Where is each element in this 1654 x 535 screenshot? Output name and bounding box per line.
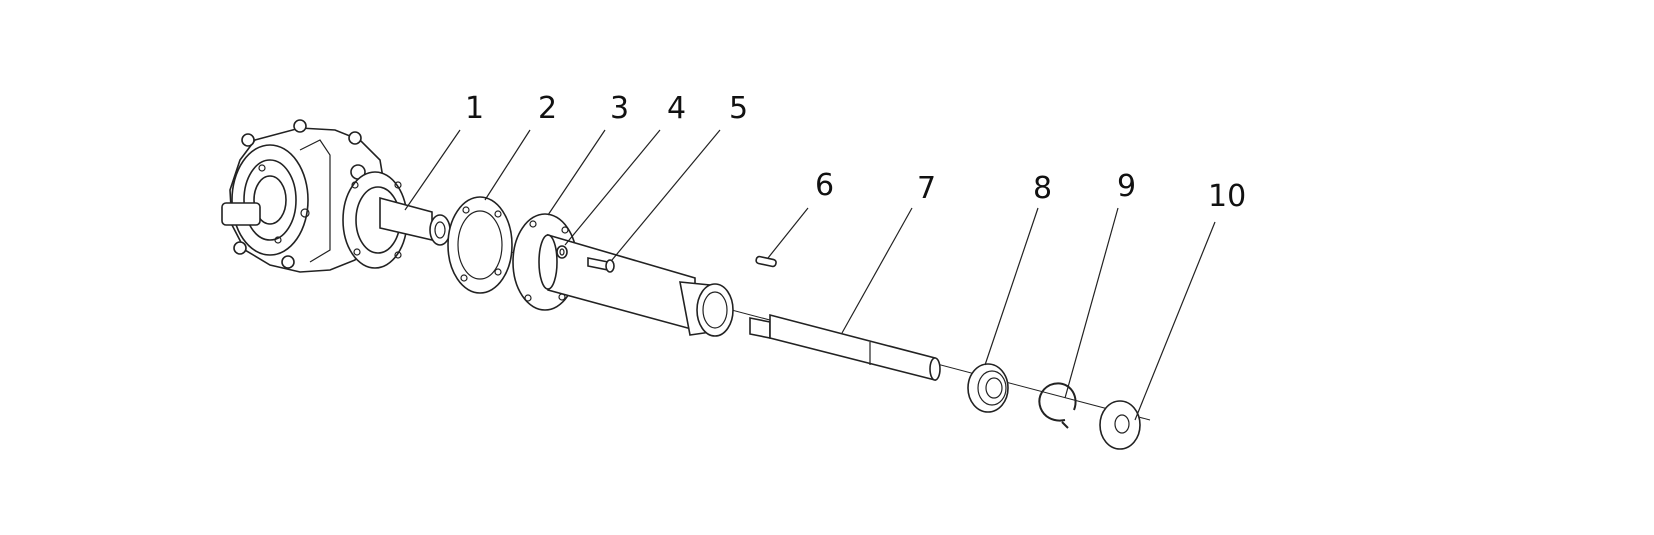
part-8-bearing: [967, 363, 1009, 413]
part-3-tube-housing: [512, 213, 734, 337]
part-4-nut: [556, 245, 568, 259]
leader-line-6: [767, 207, 809, 259]
leader-line-9: [1064, 207, 1119, 399]
leader-line-5: [611, 129, 721, 261]
leader-line-10: [1134, 221, 1216, 421]
callout-5: 5: [729, 91, 748, 126]
part-1-output-flange-shaft: [342, 171, 451, 269]
leader-line-3: [547, 129, 606, 216]
part-9-circlip: [1038, 382, 1077, 429]
callout-2: 2: [538, 91, 557, 126]
part-5-bolt: [587, 257, 615, 273]
callout-1: 1: [465, 91, 484, 126]
callout-9: 9: [1117, 169, 1136, 204]
callout-6: 6: [815, 168, 834, 203]
leader-line-4: [564, 129, 661, 246]
callout-3: 3: [610, 91, 629, 126]
leader-line-1: [404, 129, 461, 211]
part-6-key: [755, 255, 777, 268]
leader-line-7: [841, 207, 913, 334]
callout-4: 4: [667, 91, 686, 126]
leader-line-2: [484, 129, 531, 201]
part-10-washer: [1099, 400, 1141, 450]
part-7-shaft: [749, 313, 941, 382]
callout-8: 8: [1033, 171, 1052, 206]
leader-line-8: [984, 207, 1039, 366]
part-2-gasket: [447, 196, 513, 294]
callout-10: 10: [1208, 179, 1246, 214]
callout-7: 7: [917, 171, 936, 206]
